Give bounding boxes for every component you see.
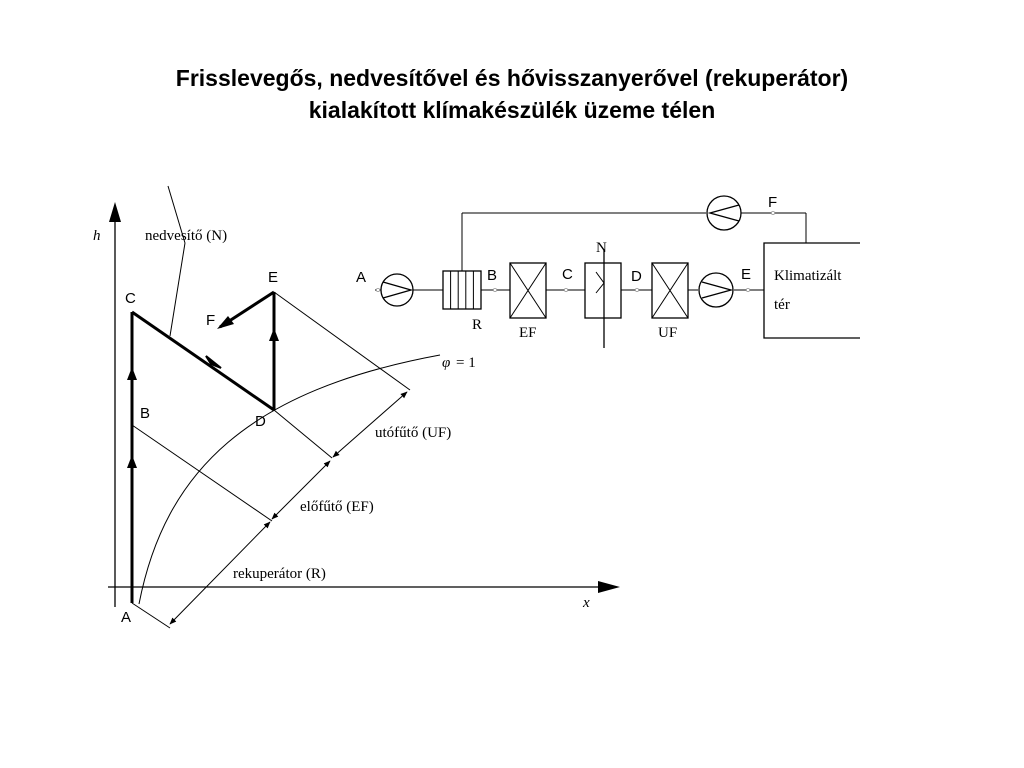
conditioned-room: [763, 242, 860, 339]
recuperator-label: R: [472, 317, 482, 333]
afterheater-label: UF: [658, 325, 677, 341]
afterheater-icon: [651, 262, 689, 319]
supply-fan-e-icon: [698, 272, 734, 308]
label-afterheater: utófűtő (UF): [375, 425, 451, 441]
schematic-point-a: A: [356, 269, 366, 286]
dimension-arrows: [169, 391, 408, 625]
schematic-point-f: F: [768, 194, 777, 211]
point-label-d: D: [255, 413, 266, 430]
room-label-line-2: tér: [774, 297, 790, 313]
schematic: R EF N UF: [356, 194, 860, 348]
label-humidifier: nedvesítő (N): [145, 228, 227, 244]
x-axis-label: x: [582, 595, 590, 611]
title-line-1: Frisslevegős, nedvesítővel és hővisszany…: [175, 65, 849, 91]
return-fan-icon: [706, 195, 742, 231]
humidifier-icon: [584, 250, 622, 348]
schematic-point-e: E: [741, 266, 751, 283]
saturation-curve: [138, 354, 441, 605]
label-preheater: előfűtő (EF): [300, 499, 374, 515]
return-duct: [461, 212, 807, 271]
node-dots: [375, 210, 776, 292]
label-recuperator: rekuperátor (R): [233, 566, 326, 582]
recuperator-icon: [442, 270, 482, 310]
saturation-label-phi: φ: [442, 355, 450, 371]
preheater-label: EF: [519, 325, 537, 341]
hx-diagram: h x φ = 1: [93, 185, 620, 629]
point-label-c: C: [125, 290, 136, 307]
title-line-2: kialakított klímakészülék üzeme télen: [308, 97, 716, 123]
schematic-point-b: B: [487, 267, 497, 284]
point-label-f: F: [206, 312, 215, 329]
point-label-e: E: [268, 269, 278, 286]
saturation-label-value: = 1: [456, 355, 476, 371]
humidifier-label: N: [596, 240, 607, 256]
helper-lines: [131, 185, 411, 629]
schematic-point-d: D: [631, 268, 642, 285]
y-axis: [109, 202, 121, 607]
point-label-a: A: [121, 609, 131, 626]
process-path: [127, 290, 279, 603]
preheater-icon: [509, 262, 547, 319]
schematic-point-c: C: [562, 266, 573, 283]
room-label-line-1: Klimatizált: [774, 268, 842, 284]
y-axis-label: h: [93, 228, 101, 244]
x-axis: [108, 581, 620, 593]
supply-fan-icon: [380, 273, 414, 307]
point-label-b: B: [140, 405, 150, 422]
page-title: Frisslevegős, nedvesítővel és hővisszany…: [0, 62, 1024, 126]
